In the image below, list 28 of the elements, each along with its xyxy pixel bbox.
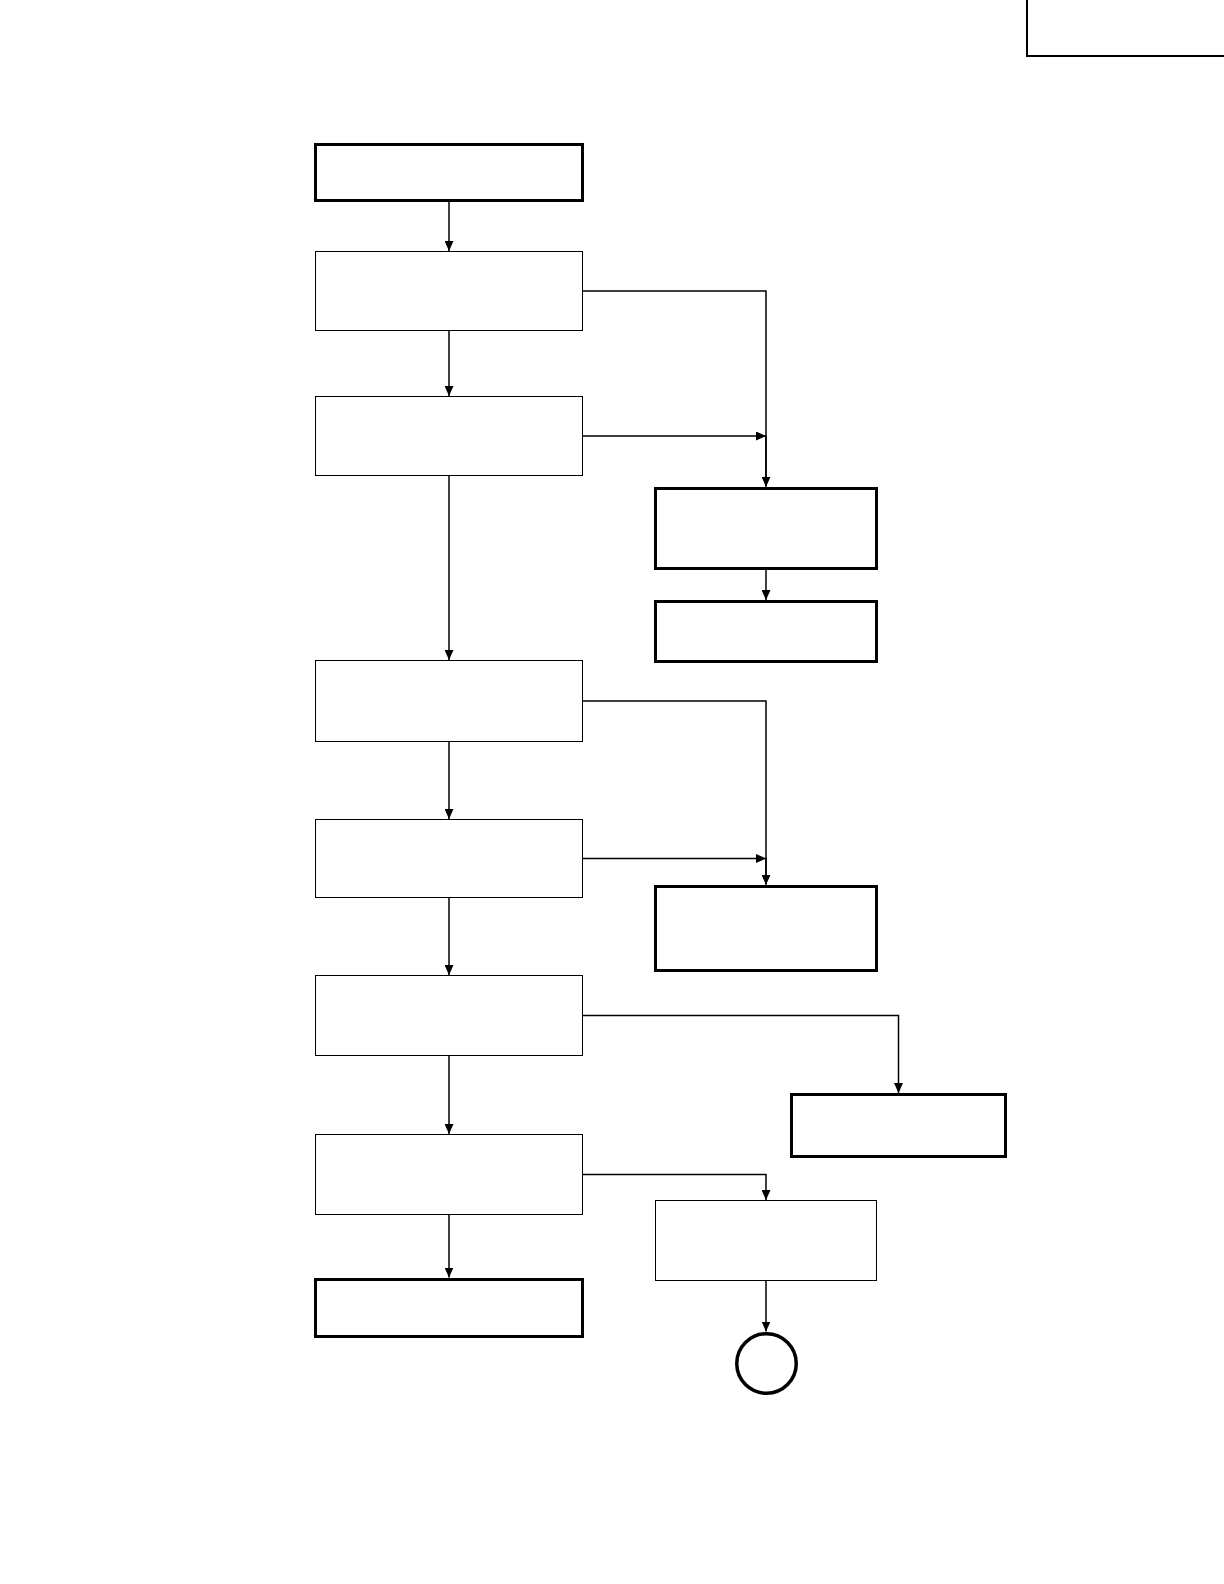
process-box <box>654 486 878 570</box>
arrow <box>444 741 454 820</box>
header-box <box>1026 0 1224 57</box>
connector-circle <box>734 1331 798 1395</box>
arrow <box>582 1173 771 1201</box>
process-box <box>315 819 583 898</box>
process-box <box>314 142 584 202</box>
process-box <box>315 660 583 742</box>
arrow <box>444 330 454 397</box>
arrow <box>444 1055 454 1135</box>
process-box <box>315 251 583 331</box>
process-box <box>315 396 583 476</box>
process-box <box>315 975 583 1056</box>
arrow <box>582 432 771 488</box>
process-box <box>654 600 878 663</box>
arrow <box>444 1214 454 1279</box>
arrow <box>582 854 771 886</box>
arrow <box>444 475 454 661</box>
process-box <box>790 1093 1007 1158</box>
arrow <box>444 200 454 252</box>
arrow <box>761 569 771 601</box>
arrow <box>582 1014 903 1094</box>
arrow <box>761 1280 771 1333</box>
process-box <box>315 1134 583 1215</box>
process-box <box>654 884 878 972</box>
arrow <box>444 897 454 976</box>
process-box <box>314 1277 584 1338</box>
process-box <box>655 1200 877 1281</box>
